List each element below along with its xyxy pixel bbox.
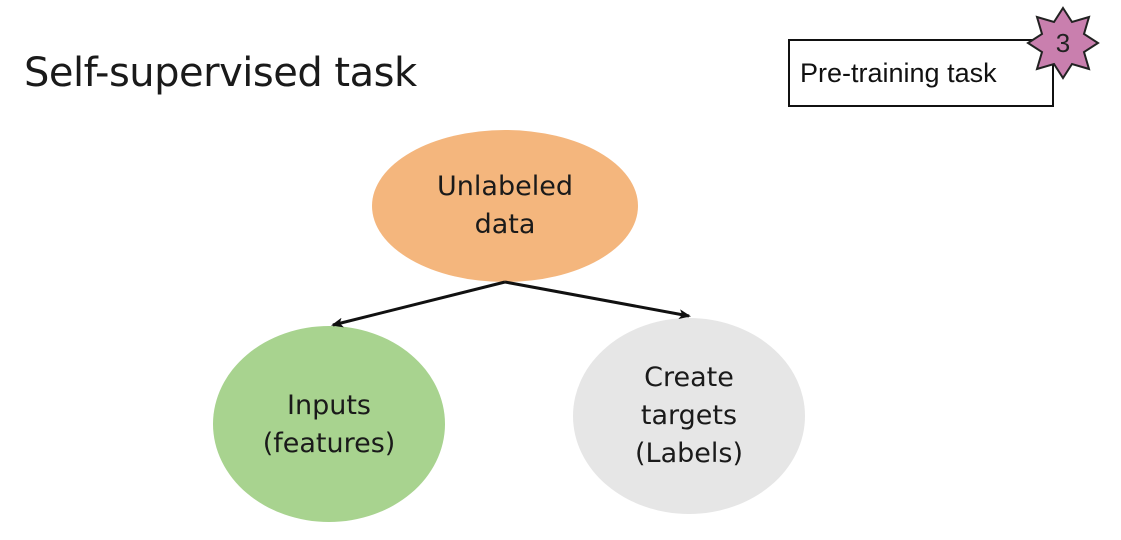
inputs-features-label: Inputs (features) <box>229 387 429 463</box>
inputs-features-node <box>213 326 445 522</box>
arrow-to-targets <box>504 280 691 320</box>
create-targets-label: Create targets (Labels) <box>589 359 789 473</box>
create-targets-node <box>573 318 805 514</box>
create-targets-line-2: targets <box>640 400 738 431</box>
unlabeled-data-label: Unlabeled data <box>405 168 605 244</box>
inputs-features-line-2: (features) <box>262 428 396 459</box>
pretraining-task-box <box>788 39 1054 107</box>
unlabeled-data-line-2: data <box>474 209 536 240</box>
unlabeled-data-node <box>372 130 638 282</box>
pretraining-task-label: Pre-training task <box>800 58 997 88</box>
star-badge-icon <box>1026 6 1100 80</box>
star-badge-shape <box>1026 6 1100 80</box>
badge-number: 3 <box>1055 28 1071 58</box>
create-targets-line-3: (Labels) <box>635 438 743 469</box>
arrow-to-inputs <box>331 280 506 328</box>
unlabeled-data-line-1: Unlabeled <box>437 171 573 202</box>
create-targets-line-1: Create <box>644 362 734 393</box>
slide-title: Self-supervised task <box>24 50 417 96</box>
inputs-features-line-1: Inputs <box>287 390 371 421</box>
